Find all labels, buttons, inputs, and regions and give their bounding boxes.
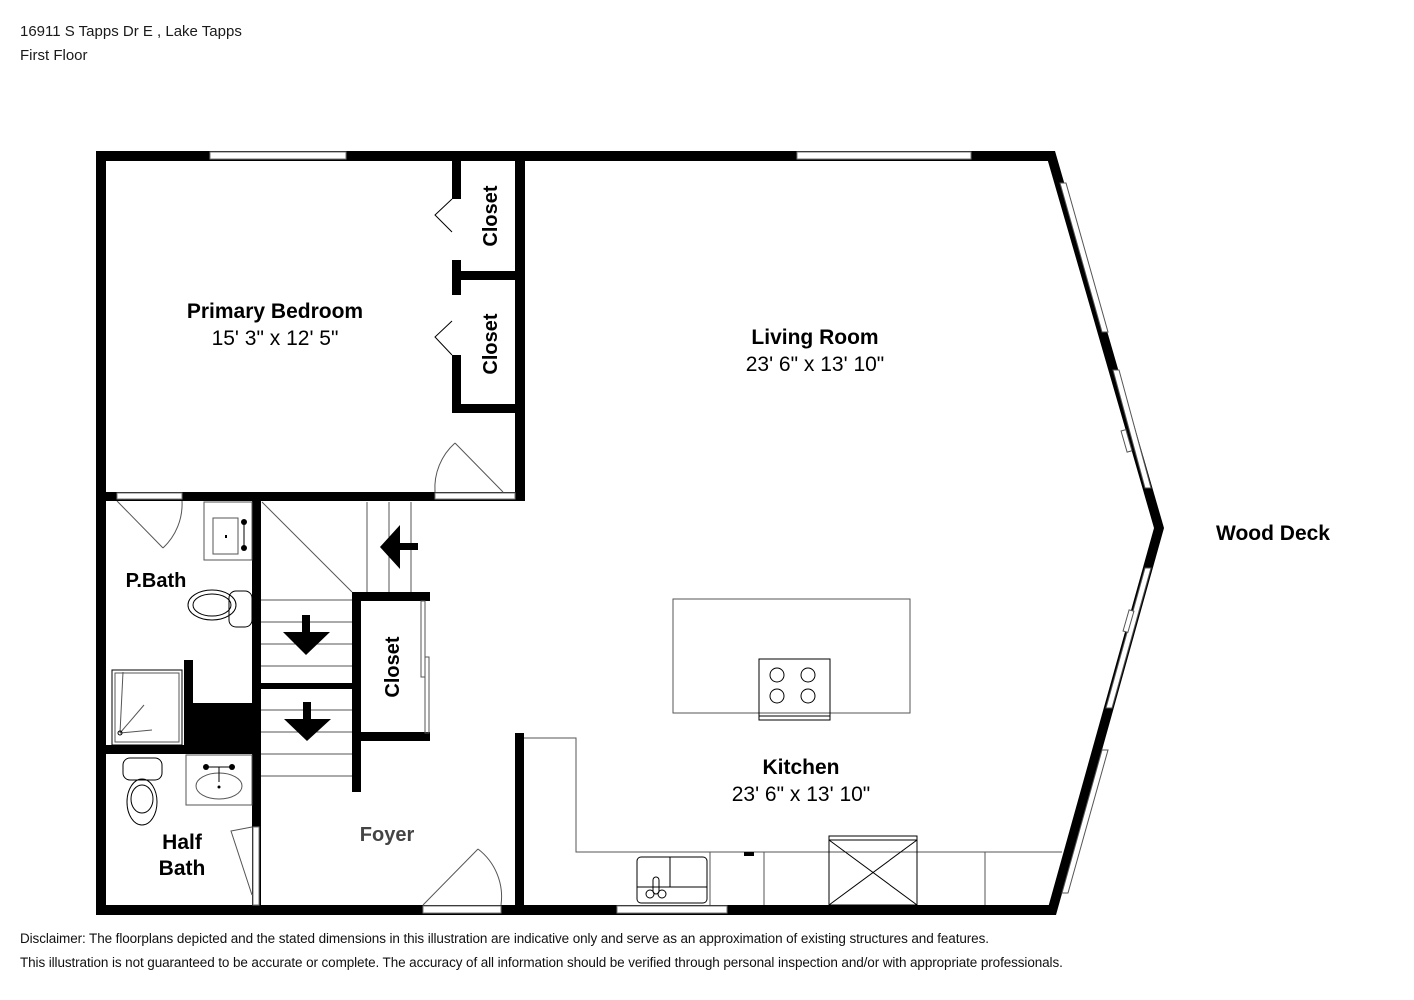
stair-arrow-down-icon: [283, 615, 330, 655]
halfbath-vanity: [185, 754, 253, 806]
room-name-foyer: Foyer: [360, 824, 415, 846]
stair-arrow-left-icon: [380, 525, 418, 569]
shower: [111, 669, 183, 746]
room-dims-living-room: 23' 6" x 13' 10": [746, 353, 885, 376]
front-door[interactable]: [422, 848, 503, 906]
room-name-pbath: P.Bath: [126, 570, 187, 592]
halfbath-door[interactable]: [230, 826, 260, 906]
room-name-primary-bedroom: Primary Bedroom: [187, 300, 363, 323]
closet-3-sliding-door[interactable]: [420, 600, 430, 734]
room-name-half-bath-line2: Bath: [159, 857, 206, 880]
window-kitchen: [616, 905, 728, 914]
bedroom-door[interactable]: [434, 442, 504, 493]
room-dims-kitchen: 23' 6" x 13' 10": [732, 783, 871, 806]
room-dims-primary-bedroom: 15' 3" x 12' 5": [212, 327, 339, 350]
closet-door-2[interactable]: [434, 320, 453, 356]
area-label-wood-deck: Wood Deck: [1216, 522, 1330, 545]
halfbath-toilet: [122, 757, 163, 826]
disclaimer-line-1: Disclaimer: The floorplans depicted and …: [20, 931, 989, 946]
kitchen-sink: [636, 856, 708, 904]
pbath-vanity: [203, 501, 253, 561]
floor-label: First Floor: [20, 47, 88, 64]
property-address: 16911 S Tapps Dr E , Lake Tapps: [20, 23, 242, 40]
window-living-top: [796, 151, 972, 160]
pbath-toilet: [187, 589, 253, 628]
dishwasher-or-fridge: [828, 835, 918, 906]
room-name-half-bath-line1: Half: [162, 831, 203, 854]
stair-arrow-down-icon: [284, 702, 331, 741]
room-name-living-room: Living Room: [751, 326, 878, 349]
window-bedroom: [209, 151, 347, 160]
bedroom-door-opening: [434, 492, 516, 500]
bath-door-opening: [116, 492, 183, 500]
sliding-doors-deck: [1059, 182, 1152, 894]
disclaimer-line-2: This illustration is not guaranteed to b…: [20, 955, 1063, 970]
interior-walls: [96, 151, 525, 915]
pbath-door[interactable]: [116, 500, 183, 549]
room-name-closet-1: Closet: [480, 185, 502, 246]
front-door-threshold: [422, 905, 502, 914]
cooktop: [758, 658, 831, 721]
room-name-kitchen: Kitchen: [762, 756, 839, 779]
room-name-closet-3: Closet: [382, 636, 404, 697]
room-name-closet-2: Closet: [480, 313, 502, 374]
closet-door-1[interactable]: [434, 198, 453, 233]
kitchen-island: [672, 598, 911, 714]
